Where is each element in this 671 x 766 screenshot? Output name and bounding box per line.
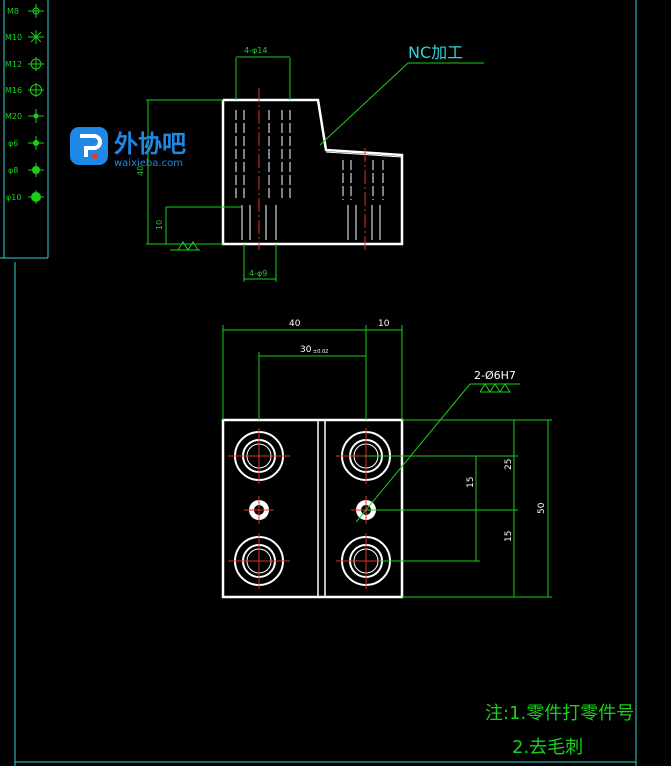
front-dim-bottom: 4-φ9	[249, 269, 267, 278]
dim-30-tolerance: ±0.02	[313, 349, 328, 355]
hole-6-icon	[28, 136, 44, 150]
thread-m16-icon	[28, 83, 44, 97]
thread-m8-icon	[28, 4, 44, 18]
dim-50: 50	[537, 502, 547, 514]
front-view-centerlines	[258, 88, 366, 250]
top-view-outline	[221, 418, 404, 599]
top-view: 40 10 30 ±0.02 2-Ø6H7 25 15 15 50	[221, 319, 552, 599]
top-view-dimensions	[222, 325, 552, 598]
front-dim-small: 10	[155, 220, 164, 230]
symbol-label: φ8	[8, 166, 18, 175]
note-line-1: 注:1.零件打零件号	[485, 703, 634, 724]
symbol-label: M10	[5, 33, 22, 42]
symbol-item-phi10[interactable]: φ10	[6, 190, 44, 204]
watermark-url: waixieba.com	[114, 158, 183, 169]
symbol-label: M16	[5, 86, 22, 95]
dowel-hole-note: 2-Ø6H7	[474, 369, 516, 382]
front-view: 4-φ14 4-φ9 40 10 NC加工	[136, 43, 484, 282]
note-line-2: 2.去毛刺	[512, 737, 583, 758]
thread-m20-icon	[28, 109, 44, 123]
dim-15-lower: 15	[504, 531, 514, 542]
hole-8-icon	[28, 163, 44, 177]
dim-25: 25	[504, 459, 514, 470]
symbol-label: M12	[5, 60, 22, 69]
symbol-label: M8	[7, 7, 19, 16]
front-view-hidden-lines	[235, 110, 403, 240]
dim-10: 10	[378, 319, 390, 329]
dim-15-upper: 15	[466, 477, 476, 488]
thread-m10-icon	[28, 30, 44, 44]
symbol-label: φ6	[8, 139, 18, 148]
symbol-label: φ10	[6, 193, 21, 202]
symbol-item-m20[interactable]: M20	[5, 109, 44, 123]
technical-notes: 注:1.零件打零件号 2.去毛刺	[485, 703, 634, 758]
dim-30: 30	[300, 345, 312, 355]
drawing-frame	[0, 0, 637, 766]
front-view-dimensions	[146, 56, 484, 282]
nc-machining-note: NC加工	[408, 43, 463, 62]
symbol-item-m10[interactable]: M10	[5, 30, 44, 44]
dim-40: 40	[289, 319, 301, 329]
symbol-label: M20	[5, 112, 22, 121]
watermark-brand: 外协吧	[114, 130, 186, 158]
front-dim-top: 4-φ14	[244, 46, 267, 55]
symbol-item-m16[interactable]: M16	[5, 83, 44, 97]
top-view-split-lines	[317, 420, 326, 597]
watermark: 外协吧 waixieba.com	[70, 127, 186, 169]
symbol-item-phi8[interactable]: φ8	[8, 163, 44, 177]
front-dim-height: 40	[136, 166, 145, 176]
symbol-item-m8[interactable]: M8	[7, 4, 44, 18]
symbol-item-phi6[interactable]: φ6	[8, 136, 44, 150]
symbol-panel: M8 M10 M12 M16	[5, 4, 44, 204]
symbol-item-m12[interactable]: M12	[5, 57, 44, 71]
thread-m12-icon	[28, 57, 44, 71]
hole-10-icon	[28, 190, 44, 204]
